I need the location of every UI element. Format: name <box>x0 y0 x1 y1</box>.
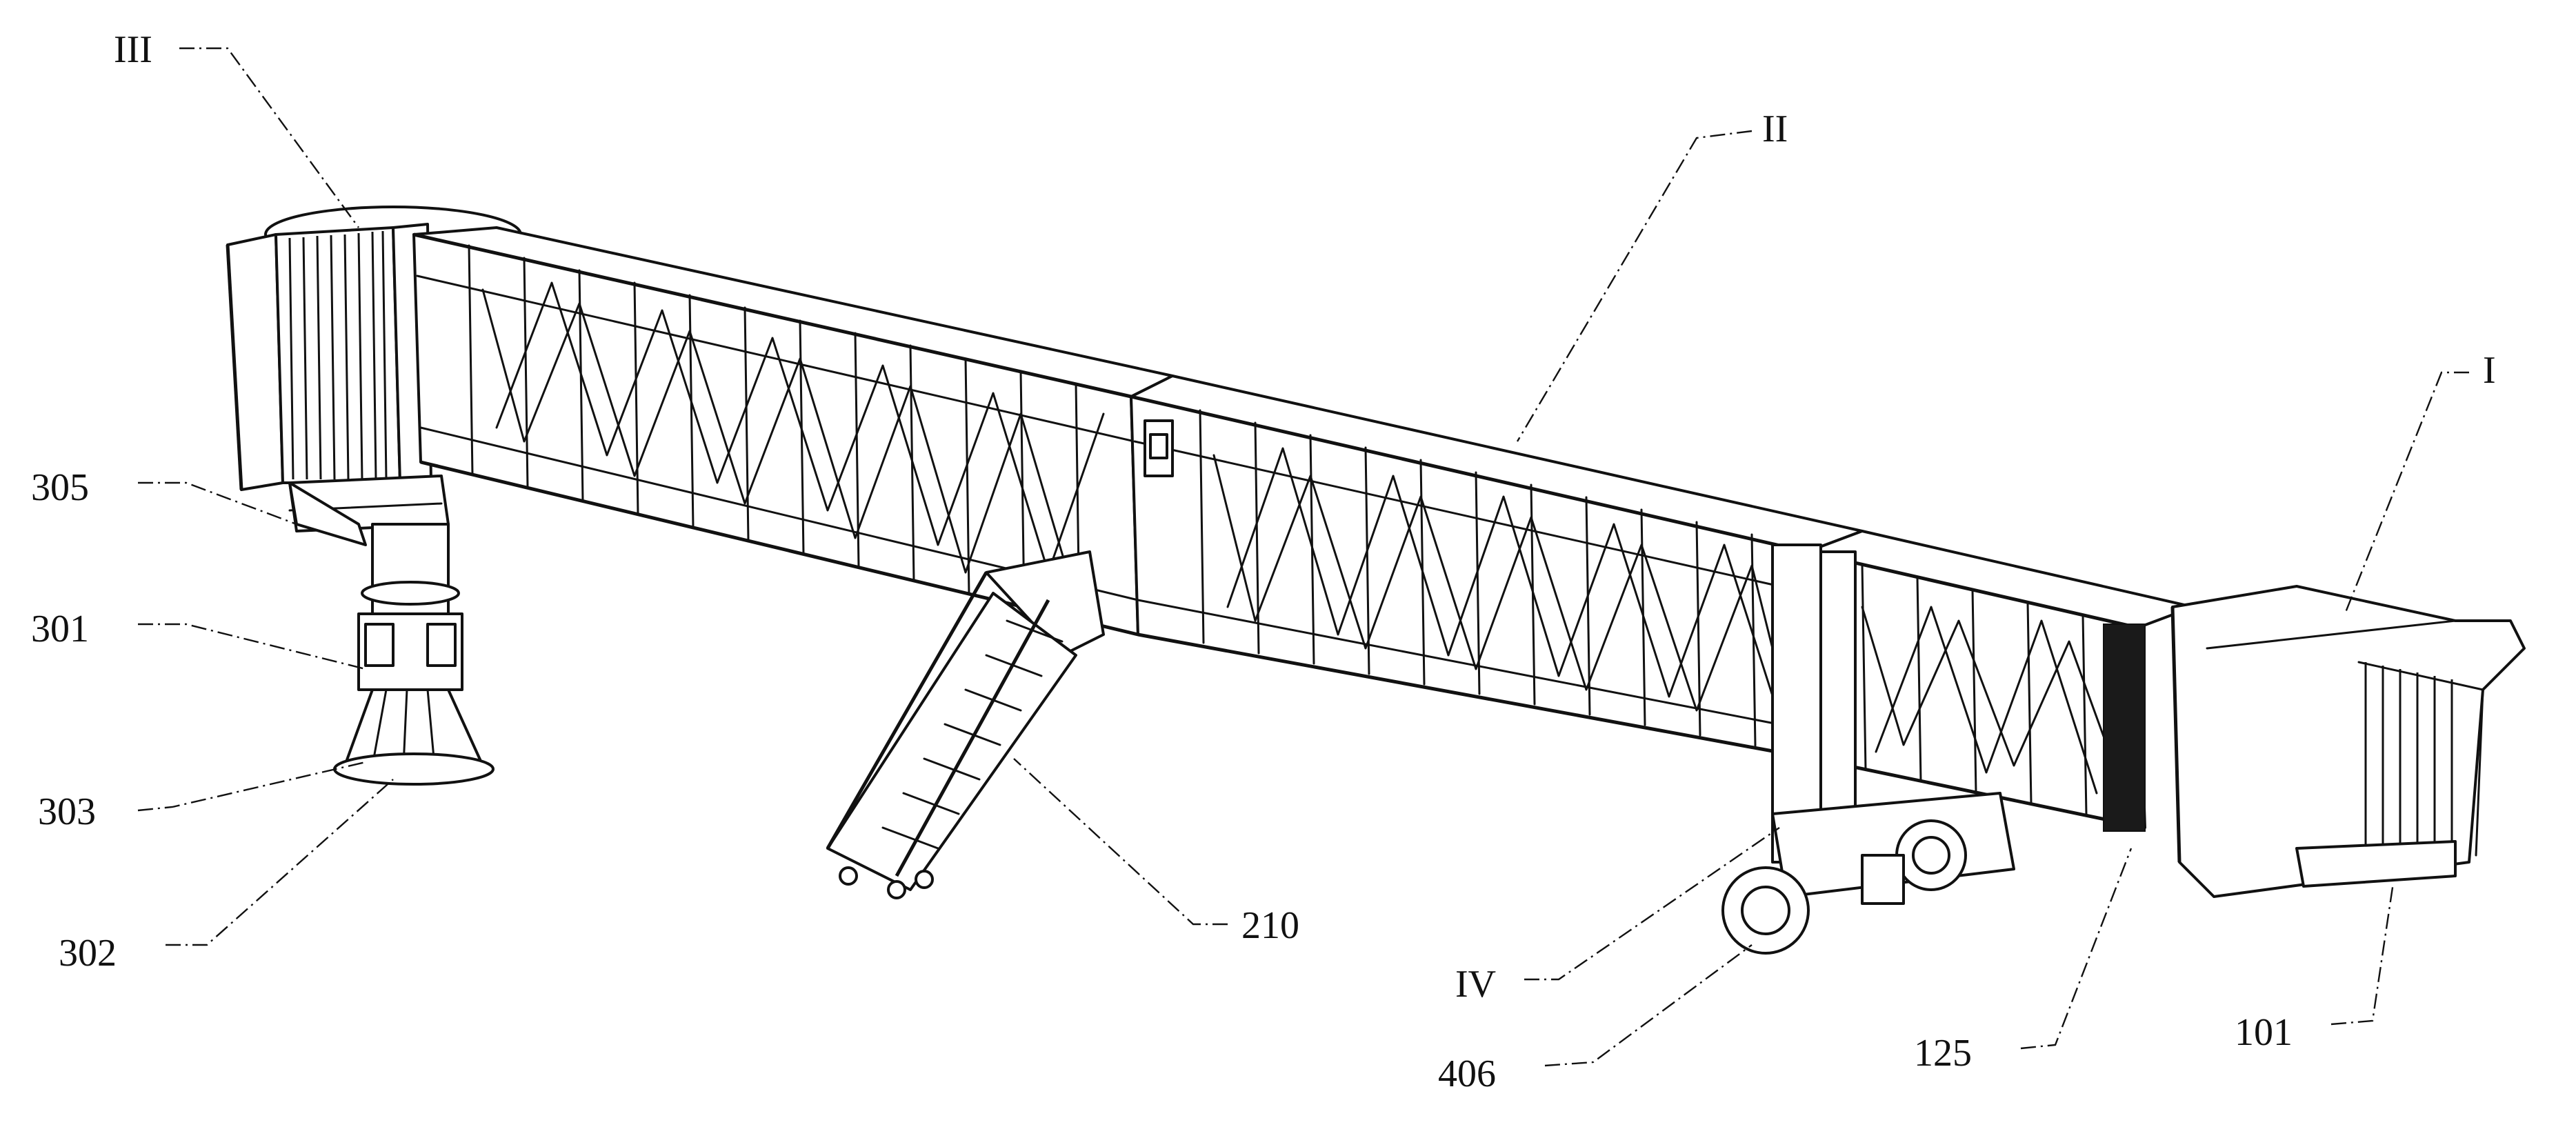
column-support <box>288 481 495 786</box>
label-406: 406 <box>1438 1053 1496 1095</box>
label-II: II <box>1762 108 1788 150</box>
drive-unit <box>1721 543 2015 955</box>
tunnel-section-middle <box>1130 375 1864 761</box>
tunnel-section-front <box>1806 530 2195 832</box>
label-I: I <box>2483 349 2496 392</box>
leader-lines <box>137 47 2469 1067</box>
cab <box>2170 585 2526 898</box>
label-IV: IV <box>1455 963 1496 1006</box>
reference-labels: III II I 305 301 303 302 210 IV 406 125 … <box>31 28 2496 1095</box>
label-303: 303 <box>38 790 96 833</box>
label-III: III <box>114 28 152 71</box>
tunnel-section-rear <box>412 226 1174 637</box>
label-305: 305 <box>31 466 89 509</box>
label-101: 101 <box>2235 1011 2293 1054</box>
service-stairs <box>826 550 1105 899</box>
label-125: 125 <box>1914 1032 1972 1075</box>
label-301: 301 <box>31 608 89 650</box>
label-210: 210 <box>1241 904 1299 947</box>
label-302: 302 <box>59 932 117 975</box>
